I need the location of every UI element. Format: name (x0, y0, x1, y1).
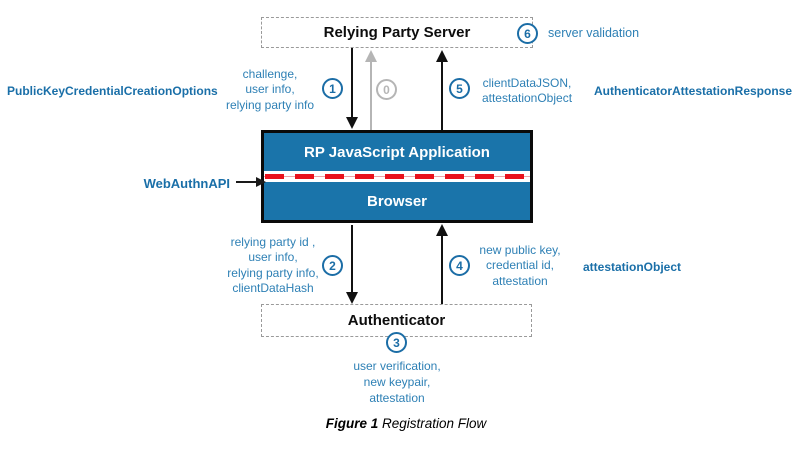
webauthn-pointer-arrow-icon (256, 177, 266, 187)
figure-caption: Figure 1 Registration Flow (0, 416, 812, 431)
webauthn-pointer-line (236, 181, 257, 183)
step-3-badge: 3 (386, 332, 407, 353)
node-rp-js-application-label: RP JavaScript Application (304, 143, 490, 161)
arrow-step5-up-head (436, 50, 448, 62)
step-2-annotation-line: clientDataHash (232, 281, 314, 296)
arrow-step4-up-head (436, 224, 448, 236)
label-authenticatorattestationresponse: AuthenticatorAttestationResponse (594, 84, 793, 98)
label-publickeycredentialcreationoptions: PublicKeyCredentialCreationOptions (7, 84, 218, 98)
node-rp-js-application: RP JavaScript Application (264, 133, 530, 171)
step-1-annotation: challenge, user info, relying party info (195, 67, 345, 113)
step-1-annotation-line: challenge, (242, 67, 298, 81)
node-browser-rp-app: RP JavaScript Application Browser (261, 130, 533, 223)
step-5-annotation: clientDataJSON, attestationObject (457, 76, 597, 107)
figure-caption-title: Registration Flow (381, 416, 487, 431)
webauthn-api-boundary-line (264, 171, 530, 182)
figure-caption-label: Figure 1 (325, 416, 379, 431)
arrow-step5-line (441, 60, 443, 130)
node-browser: Browser (264, 182, 530, 220)
node-relying-party-server-label: Relying Party Server (323, 24, 471, 41)
step-4-badge: 4 (449, 255, 470, 276)
step-4-annotation: new public key, credential id, attestati… (450, 243, 590, 289)
node-authenticator-label: Authenticator (347, 312, 446, 329)
arrow-step1-line (351, 48, 353, 118)
step-1-annotation-line: user info, (245, 82, 295, 97)
step-5-annotation-line: attestationObject (481, 91, 573, 106)
step-5-badge: 5 (449, 78, 470, 99)
node-relying-party-server: Relying Party Server (261, 17, 533, 48)
arrow-step1-down-head (346, 117, 358, 129)
step-2-annotation: relying party id , user info, relying pa… (197, 235, 349, 297)
arrow-step2-down-head (346, 292, 358, 304)
label-webauthnapi: WebAuthnAPI (143, 176, 230, 191)
label-attestationobject: attestationObject (583, 260, 682, 274)
step-5-annotation-line: clientDataJSON, (482, 76, 572, 90)
step-6-annotation: server validation (548, 26, 640, 40)
node-authenticator: Authenticator (261, 304, 532, 337)
step-4-annotation-line: new public key, (479, 243, 561, 257)
step-6-badge: 6 (517, 23, 538, 44)
step-1-badge: 1 (322, 78, 343, 99)
arrow-step0-line (370, 60, 372, 130)
node-browser-label: Browser (366, 192, 428, 210)
step-3-annotation-line: new keypair, (363, 375, 431, 389)
step-3-annotation: user verification, new keypair, attestat… (321, 358, 473, 406)
step-3-annotation-line: user verification, (353, 359, 441, 373)
step-0-badge: 0 (376, 79, 397, 100)
step-4-annotation-line: credential id, (485, 258, 555, 273)
arrow-step0-up-head (365, 50, 377, 62)
step-3-annotation-line: attestation (369, 391, 425, 405)
step-2-annotation-line: user info, (248, 250, 298, 265)
step-4-annotation-line: attestation (492, 273, 548, 288)
arrow-step2-line (351, 225, 353, 293)
step-2-annotation-line: relying party info, (227, 265, 319, 280)
step-2-annotation-line: relying party id , (230, 235, 316, 249)
arrow-step4-line (441, 235, 443, 304)
step-2-badge: 2 (322, 255, 343, 276)
step-1-annotation-line: relying party info (225, 97, 315, 112)
